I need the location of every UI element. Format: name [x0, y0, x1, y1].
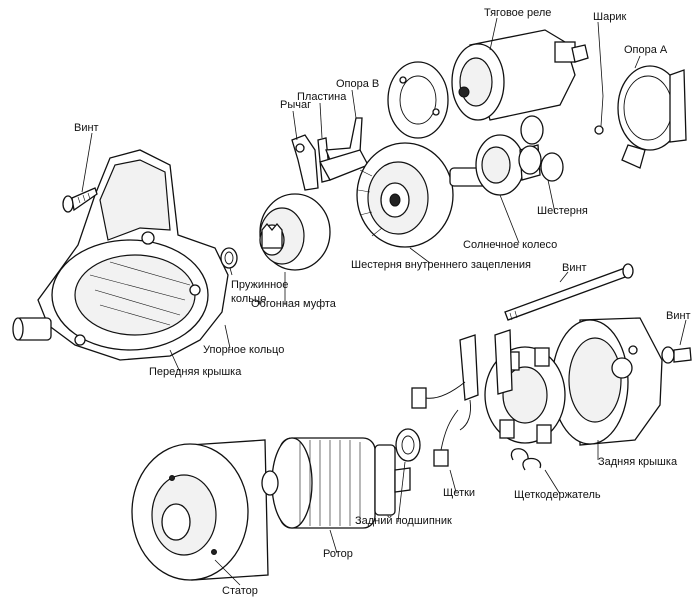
rotor [261, 437, 411, 529]
label-solenoid: Тяговое реле [484, 7, 551, 19]
rear-bearing [395, 428, 421, 462]
label-rear-bearing: Задний подшипник [355, 515, 452, 527]
label-support-a: Опора А [624, 44, 668, 56]
stator [131, 439, 269, 581]
brush-holder [484, 346, 566, 471]
screw-long [504, 263, 634, 321]
label-lever: Рычаг [280, 99, 311, 111]
label-brushes: Щетки [443, 487, 475, 499]
lever [291, 134, 319, 191]
ball [594, 125, 604, 135]
label-stator: Статор [222, 585, 258, 597]
label-support-b: Опора В [336, 78, 379, 90]
label-spring-ring-line1: Пружинное [231, 279, 288, 291]
label-brush-holder: Щеткодержатель [514, 489, 601, 501]
label-front-cover: Передняя крышка [149, 366, 242, 378]
label-rotor: Ротор [323, 548, 353, 560]
label-overrunning-clutch: Обгонная муфта [251, 298, 337, 310]
brushes [411, 329, 513, 467]
solenoid [451, 29, 589, 121]
front-cover [12, 149, 229, 361]
label-internal-gear: Шестерня внутреннего зацепления [351, 259, 531, 271]
label-stop-ring: Упорное кольцо [203, 344, 284, 356]
rear-cover [551, 317, 663, 446]
label-gear: Шестерня [537, 205, 588, 217]
label-sun-gear: Солнечное колесо [463, 239, 557, 251]
leader-lines [81, 17, 687, 586]
internal-gear [356, 142, 454, 248]
screw-left [62, 187, 98, 213]
gasket [387, 61, 449, 139]
label-spring-ring-line2: кольцо [231, 293, 266, 305]
label-rear-cover: Задняя крышка [598, 456, 678, 468]
screw-right [661, 346, 692, 364]
overrunning-clutch [259, 193, 331, 271]
label-screw-right: Винт [666, 310, 691, 322]
label-screw-long: Винт [562, 262, 587, 274]
support-a [617, 65, 687, 169]
planet-gears [518, 115, 564, 182]
label-screw-left: Винт [74, 122, 99, 134]
spring-ring [220, 247, 238, 269]
label-ball: Шарик [593, 11, 626, 23]
label-plate: Пластина [297, 91, 347, 103]
